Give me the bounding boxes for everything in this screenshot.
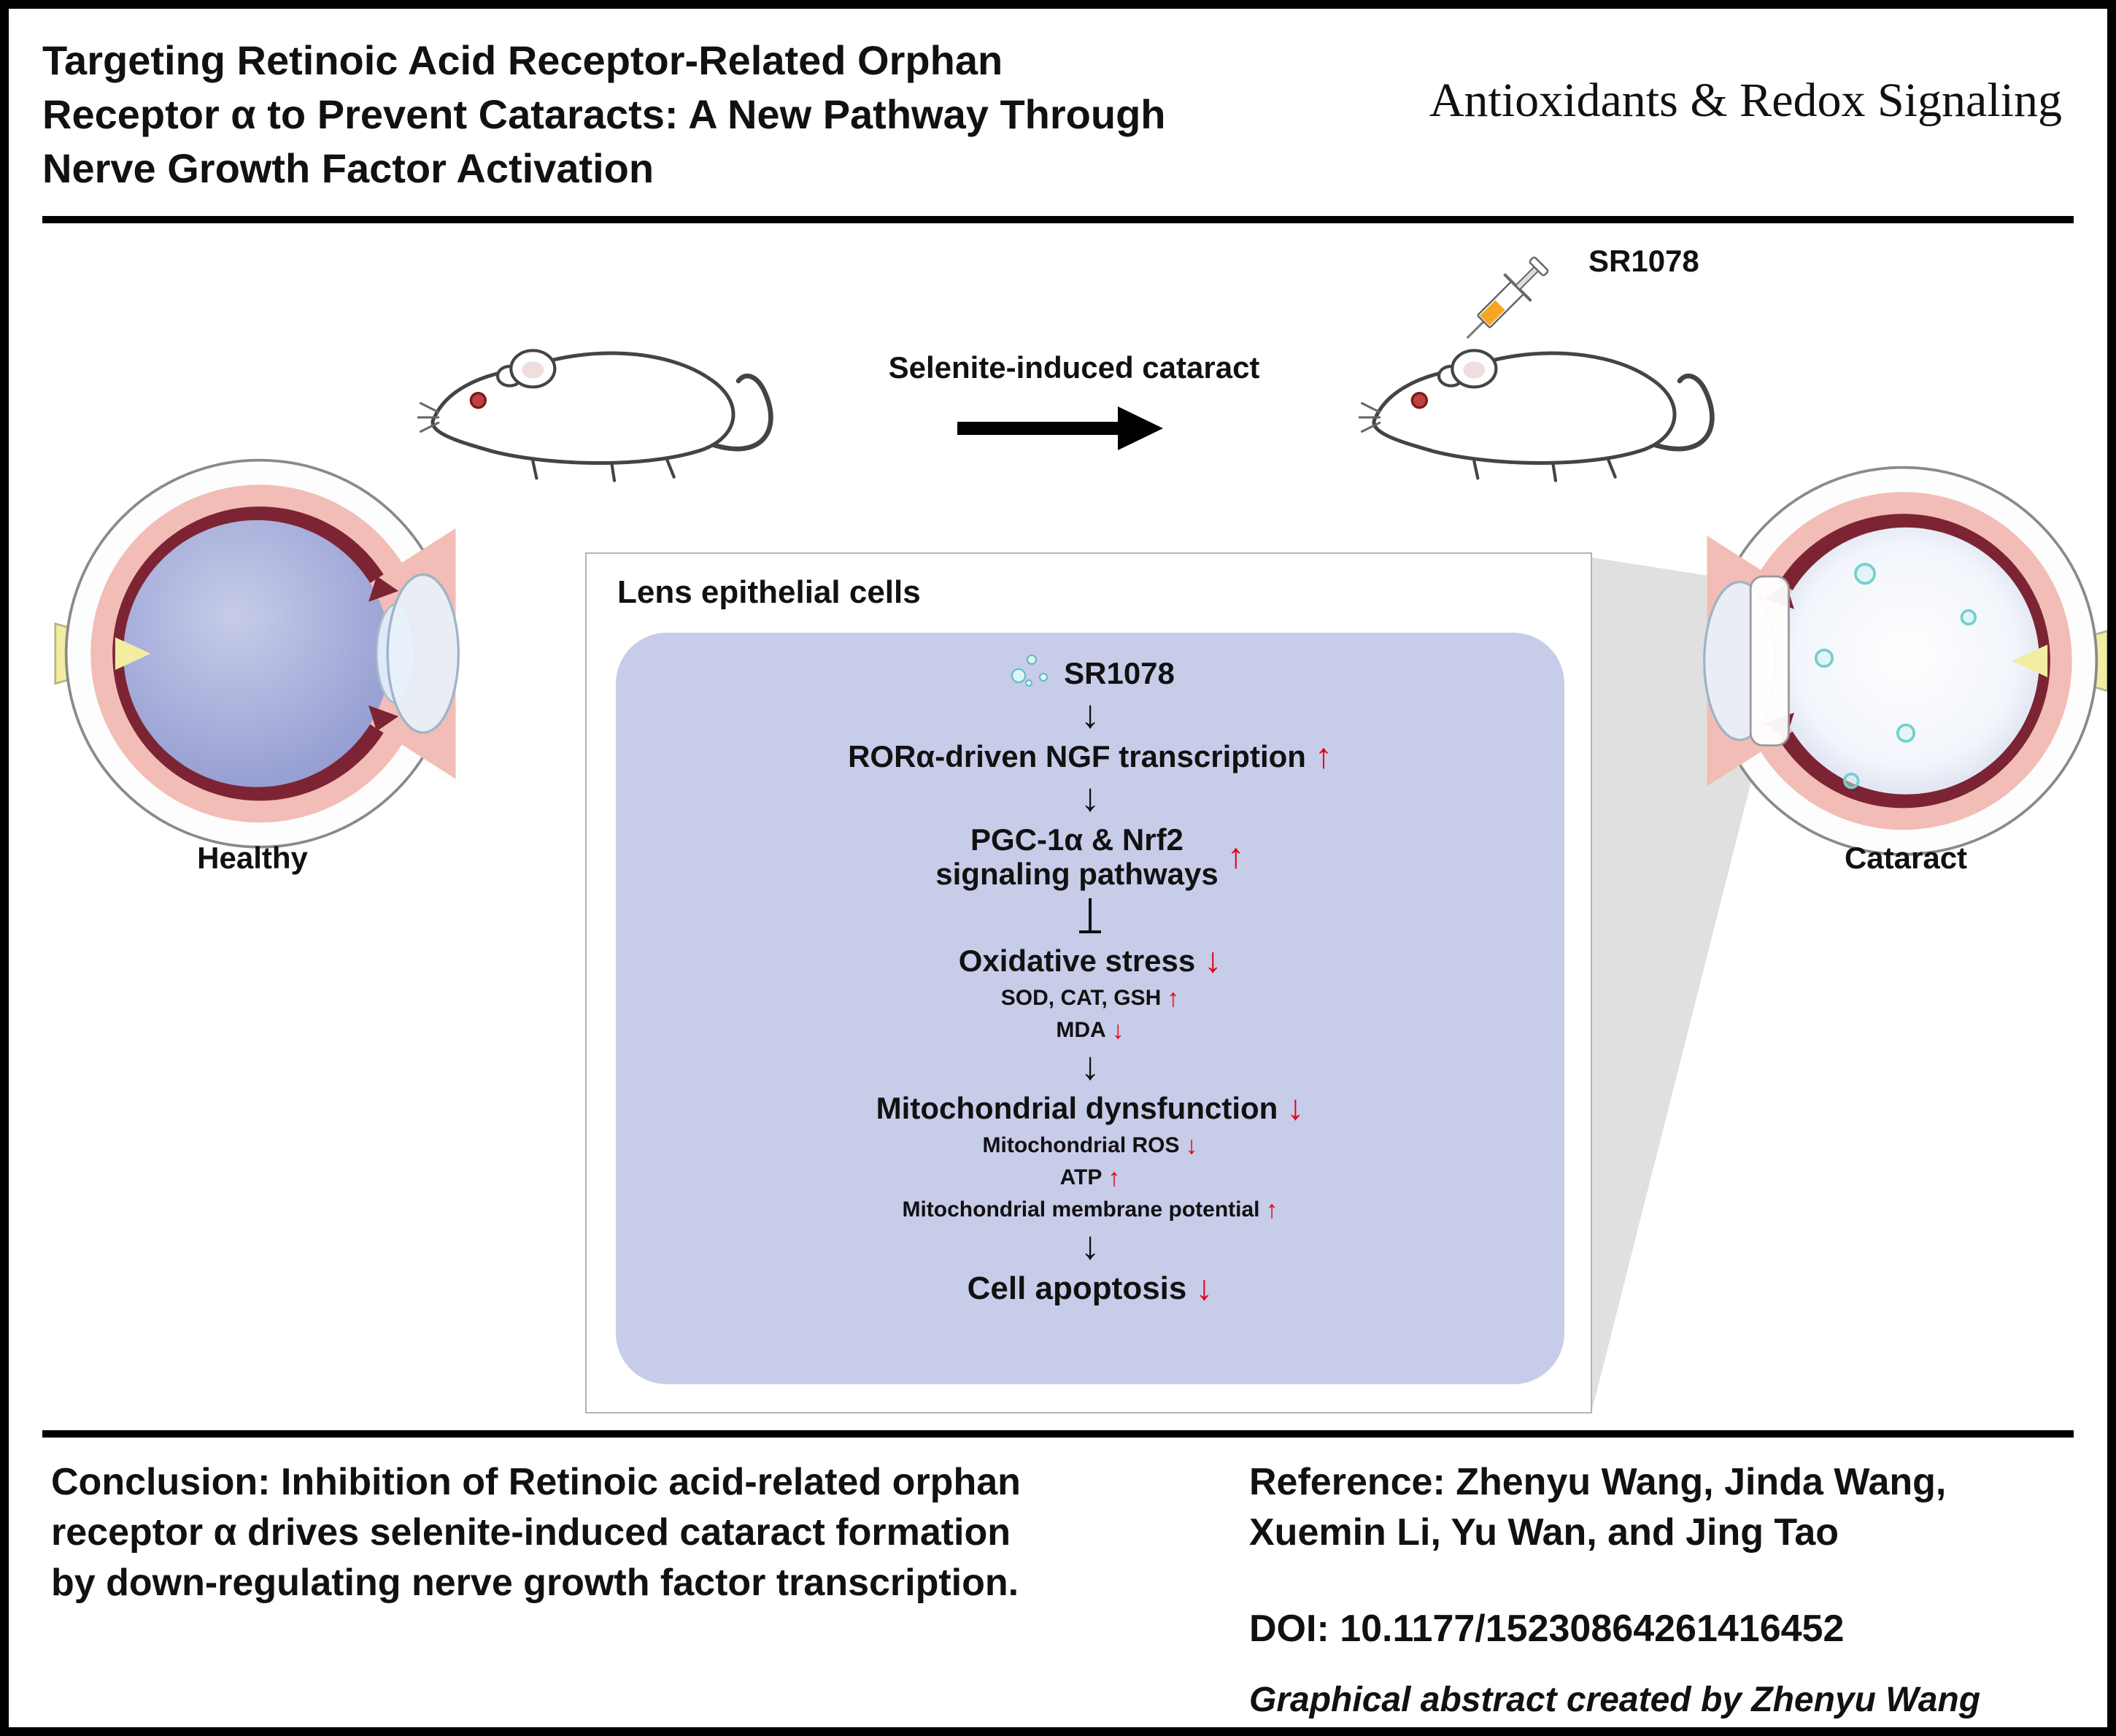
flow-sub-mito-ros-label: Mitochondrial ROS	[982, 1133, 1180, 1157]
increase-arrow-icon: ↑	[1265, 1195, 1278, 1224]
healthy-eye-illustration	[54, 458, 460, 849]
doi-text: DOI: 10.1177/15230864261416452	[1249, 1608, 1845, 1650]
conclusion-line3: by down-regulating nerve growth factor t…	[51, 1562, 1019, 1604]
journal-name: Antioxidants & Redox Signaling	[1429, 74, 2062, 127]
increase-arrow-icon: ↑	[1108, 1163, 1121, 1192]
increase-arrow-icon: ↑	[1167, 984, 1180, 1012]
flow-sub-sod-cat-gsh: SOD, CAT, GSH ↑	[1001, 986, 1179, 1011]
flow-sub-atp: ATP ↑	[1060, 1165, 1121, 1190]
decrease-arrow-icon: ↓	[1286, 1088, 1305, 1127]
panel-title: Lens epithelial cells	[617, 574, 921, 610]
flow-step-apoptosis: Cell apoptosis ↓	[968, 1270, 1213, 1307]
decrease-arrow-icon: ↓	[1195, 1268, 1213, 1308]
pathway-diagram-background: SR1078 ↓ RORα-driven NGF transcription ↑…	[616, 633, 1564, 1384]
paper-title-line3: Nerve Growth Factor Activation	[42, 145, 655, 191]
conclusion-text: Conclusion: Inhibition of Retinoic acid-…	[51, 1457, 1233, 1608]
flow-connector-arrow-icon: ↓	[1080, 775, 1100, 819]
flow-sub-sod-label: SOD, CAT, GSH	[1000, 985, 1162, 1010]
treatment-label: Selenite-induced cataract	[888, 350, 1260, 385]
flow-sub-membrane-potential: Mitochondrial membrane potential ↑	[902, 1197, 1278, 1222]
conclusion-line2: receptor α drives selenite-induced catar…	[51, 1511, 1011, 1554]
flow-step-pgc-line2: signaling pathways	[935, 856, 1219, 891]
mouse-icon	[1359, 349, 1715, 482]
reference-line2: Xuemin Li, Yu Wan, and Jing Tao	[1249, 1511, 1839, 1554]
paper-title-line1: Targeting Retinoic Acid Receptor-Related…	[42, 37, 1003, 83]
flow-step-mito-label: Mitochondrial dynsfunction	[876, 1090, 1278, 1125]
process-arrow-icon	[957, 406, 1163, 450]
cataract-eye-illustration	[1703, 466, 2107, 856]
flow-sub-mito-ros: Mitochondrial ROS ↓	[983, 1133, 1198, 1158]
mouse-icon	[417, 349, 773, 482]
increase-arrow-icon: ↑	[1314, 736, 1332, 776]
flow-sub-atp-label: ATP	[1059, 1165, 1103, 1189]
drug-molecules-icon	[1011, 655, 1049, 687]
signaling-pathway-flow: SR1078 ↓ RORα-driven NGF transcription ↑…	[616, 633, 1564, 1384]
flow-connector-arrow-icon: ↓	[1080, 1043, 1100, 1088]
inhibition-connector-icon	[1078, 898, 1103, 936]
flow-step-oxidative-stress: Oxidative stress ↓	[958, 941, 1222, 980]
flow-step-ror-label: RORα-driven NGF transcription	[848, 738, 1306, 774]
process-arrow-shaft	[957, 422, 1119, 435]
flow-step-oxidative-label: Oxidative stress	[958, 943, 1196, 978]
flow-connector-arrow-icon: ↓	[1080, 1223, 1100, 1268]
drug-label: SR1078	[1588, 244, 1699, 278]
cataract-eye-label: Cataract	[1844, 841, 1968, 875]
flow-step-pgc-line1: PGC-1α & Nrf2	[970, 822, 1184, 857]
lens-epithelial-panel: Lens epithelial cells SR1078 ↓ RORα-driv…	[585, 552, 1592, 1413]
syringe-icon	[1466, 256, 1549, 339]
flow-step-pgc-nrf2: PGC-1α & Nrf2 signaling pathways ↑	[935, 822, 1244, 891]
decrease-arrow-icon: ↓	[1111, 1016, 1124, 1044]
healthy-eye-label: Healthy	[197, 841, 308, 875]
flow-sub-mda-label: MDA	[1056, 1017, 1106, 1042]
flow-sub-membrane-label: Mitochondrial membrane potential	[902, 1197, 1260, 1222]
reference-text: Reference: Zhenyu Wang, Jinda Wang, Xuem…	[1249, 1457, 2096, 1558]
footer-divider	[42, 1430, 2074, 1438]
decrease-arrow-icon: ↓	[1204, 941, 1222, 980]
credit-text: Graphical abstract created by Zhenyu Wan…	[1249, 1681, 1981, 1719]
flow-sub-mda: MDA ↓	[1056, 1018, 1124, 1043]
conclusion-line1: Conclusion: Inhibition of Retinoic acid-…	[51, 1461, 1021, 1503]
increase-arrow-icon: ↑	[1227, 836, 1245, 876]
paper-title-line2: Receptor α to Prevent Cataracts: A New P…	[42, 91, 1166, 137]
decrease-arrow-icon: ↓	[1185, 1131, 1198, 1160]
flow-step-sr1078: SR1078	[1005, 655, 1175, 691]
header-divider	[42, 216, 2074, 223]
flow-step-ror: RORα-driven NGF transcription ↑	[848, 736, 1332, 776]
process-arrow-head	[1118, 406, 1163, 450]
flow-connector-arrow-icon: ↓	[1080, 693, 1100, 736]
flow-step-mitochondrial: Mitochondrial dynsfunction ↓	[876, 1088, 1305, 1127]
flow-step-apoptosis-label: Cell apoptosis	[967, 1270, 1187, 1306]
flow-step-sr1078-label: SR1078	[1064, 656, 1175, 690]
paper-title: Targeting Retinoic Acid Receptor-Related…	[42, 34, 1165, 196]
reference-line1: Reference: Zhenyu Wang, Jinda Wang,	[1249, 1461, 1947, 1503]
